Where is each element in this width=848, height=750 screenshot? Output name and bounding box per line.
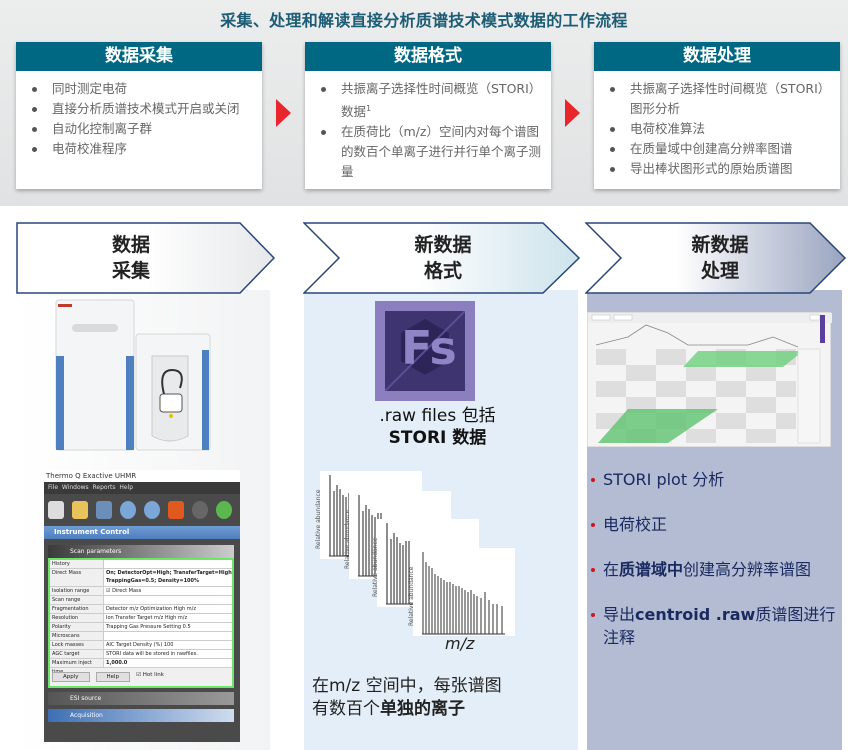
card-item: 电荷校准算法	[606, 119, 830, 139]
table-row[interactable]: History	[50, 560, 232, 569]
chevron-acquisition: 数据 采集	[16, 222, 276, 294]
card-data-acquisition: 数据采集 同时测定电荷 直接分析质谱技术模式开启或关闭 自动化控制离子群 电荷校…	[16, 42, 262, 189]
table-row[interactable]: Scan range	[50, 596, 232, 605]
menu-reports[interactable]: Reports	[92, 484, 116, 491]
format-caption: 在m/z 空间中，每张谱图 有数百个单独的离子	[312, 676, 502, 719]
list-item: 导出centroid .raw质谱图进行注释	[588, 603, 838, 649]
mass-spectrometer-image	[52, 296, 212, 456]
menu-file[interactable]: File	[48, 484, 59, 491]
table-row[interactable]: Maximum inject time1,000.0	[50, 659, 232, 675]
hot-link-checkbox[interactable]: ☑ Hot link	[136, 672, 164, 678]
chevron-shape-icon	[585, 222, 847, 294]
table-row[interactable]: Microscans	[50, 632, 232, 641]
card-item: 电荷校准程序	[28, 139, 252, 159]
apply-button[interactable]: Apply	[52, 672, 90, 682]
menu-bar: File Windows Reports Help	[44, 482, 240, 494]
instrument-icon[interactable]	[48, 501, 64, 519]
card-heading: 数据格式	[305, 42, 551, 71]
card-item: 在质荷比（m/z）空间内对每个谱图的数百个单离子进行并行单个离子测量	[317, 122, 541, 182]
molecule-icon[interactable]	[120, 501, 136, 519]
card-item: 在质量域中创建高分辨率图谱	[606, 139, 830, 159]
save-icon[interactable]	[96, 501, 112, 519]
spectrum-main: Relative abundance	[408, 548, 515, 636]
x-axis-label: m/z	[445, 634, 475, 653]
spectrum-bars-icon	[386, 523, 417, 605]
page-title: 采集、处理和解读直接分析质谱技术模式数据的工作流程	[220, 11, 628, 30]
instrument-control-software: Thermo Q Exactive UHMR File Windows Repo…	[44, 470, 240, 742]
spectrum-bars-icon	[422, 552, 505, 635]
window-title: Thermo Q Exactive UHMR	[44, 470, 240, 482]
acquisition-header[interactable]: Acquisition	[48, 709, 234, 722]
card-data-processing: 数据处理 共振离子选择性时间概览（STORI）图形分析 电荷校准算法 在质量域中…	[594, 42, 840, 189]
card-heading: 数据采集	[16, 42, 262, 71]
card-heading: 数据处理	[594, 42, 840, 71]
button-row: Apply Help ☑ Hot link	[50, 668, 232, 686]
chevron-processing: 新数据 处理	[585, 222, 848, 294]
card-item: 共振离子选择性时间概览（STORI）图形分析	[606, 79, 830, 119]
help-button[interactable]: Help	[95, 672, 131, 682]
arrow-right-icon	[565, 99, 580, 127]
syringe-icon[interactable]	[168, 501, 184, 519]
list-item: 在质谱域中创建高分辨率谱图	[588, 558, 838, 581]
card-item: 同时测定电荷	[28, 79, 252, 99]
lc-icon[interactable]	[192, 501, 208, 519]
card-data-format: 数据格式 共振离子选择性时间概览（STORI）数据1 在质荷比（m/z）空间内对…	[305, 42, 551, 189]
card-item: 自动化控制离子群	[28, 119, 252, 139]
hexagon-icon	[385, 311, 465, 391]
card-item: 直接分析质谱技术模式开启或关闭	[28, 99, 252, 119]
chevron-shape-icon	[303, 222, 581, 294]
scan-parameters-header[interactable]: Scan parameters	[48, 545, 234, 558]
chevron-shape-icon	[16, 222, 276, 294]
instrument-control-header[interactable]: Instrument Control	[44, 526, 240, 539]
freestyle-app-icon: Fs	[375, 301, 475, 401]
instrument-icon	[55, 299, 211, 451]
esi-source-header[interactable]: ESI source	[48, 692, 234, 705]
card-item: 导出棒状图形式的原始质谱图	[606, 159, 830, 179]
stori-plot-image	[587, 312, 832, 447]
arrow-right-icon	[276, 99, 291, 127]
list-item: STORI plot 分析	[588, 468, 838, 491]
globe-icon[interactable]	[216, 501, 232, 519]
chevron-format: 新数据 格式	[303, 222, 583, 294]
molecule-icon[interactable]	[144, 501, 160, 519]
list-item: 电荷校正	[588, 513, 838, 536]
card-item: 共振离子选择性时间概览（STORI）数据1	[317, 79, 541, 122]
toolbar	[44, 494, 240, 526]
folder-icon[interactable]	[72, 501, 88, 519]
stori-heatmap-icon	[588, 313, 832, 444]
raw-files-caption: .raw files 包括 STORI 数据	[379, 406, 496, 448]
menu-help[interactable]: Help	[119, 484, 134, 491]
processing-list: STORI plot 分析 电荷校正 在质谱域中创建高分辨率谱图 导出centr…	[588, 468, 838, 671]
table-row[interactable]: Isolation range☑ Direct Mass	[50, 587, 232, 596]
menu-windows[interactable]: Windows	[61, 484, 89, 491]
